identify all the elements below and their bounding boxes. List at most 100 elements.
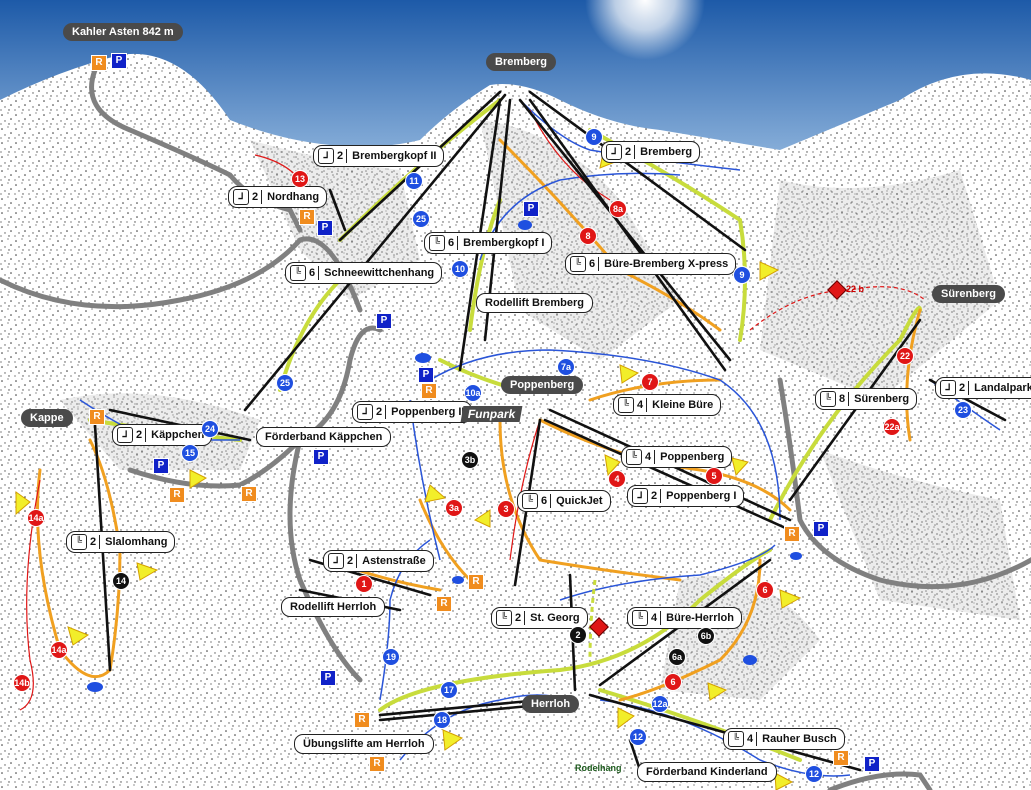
piste-number: 6: [756, 581, 774, 599]
lift-name: Astenstraße: [362, 555, 426, 567]
lift-name: Rauher Busch: [762, 733, 837, 745]
piste-number: 18: [433, 711, 451, 729]
lift-label-rodellift-herrloh[interactable]: Rodellift Herrloh: [281, 597, 386, 617]
piste-number: 14a: [50, 641, 68, 659]
area-poppenberg: Poppenberg: [501, 376, 584, 394]
piste-number: 22: [896, 347, 914, 365]
piste-number: 25: [276, 374, 294, 392]
piste-number: 15: [181, 444, 199, 462]
lift-name: Bremberg: [640, 146, 693, 158]
lift-name: Nordhang: [267, 191, 320, 203]
lift-label-bure-herrloh[interactable]: ╚4 Büre-Herrloh: [627, 607, 742, 629]
lift-label-forderband-kinderland[interactable]: Förderband Kinderland: [637, 762, 777, 782]
rental-icon: R: [436, 596, 452, 612]
lift-name: Rodellift Bremberg: [485, 297, 585, 309]
parking-icon: P: [153, 458, 169, 474]
parking-icon: P: [418, 367, 434, 383]
funpark-label: Funpark: [460, 406, 523, 422]
lift-capacity: 8: [839, 392, 850, 406]
piste-number: 2: [569, 626, 587, 644]
tbar-icon: ⅃: [940, 380, 956, 396]
lift-label-rodellift-bremberg[interactable]: Rodellift Bremberg: [476, 293, 594, 313]
lift-label-ubungslifte[interactable]: Übungslifte am Herrloh: [294, 734, 434, 754]
piste-number: 14a: [27, 509, 45, 527]
rodelhang-label: Rodelhang: [575, 763, 622, 773]
lift-name: St. Georg: [530, 612, 580, 624]
lift-name: Büre-Herrloh: [666, 612, 734, 624]
chair-icon: ╚: [626, 449, 642, 465]
tbar-icon: ⅃: [357, 404, 373, 420]
lift-label-poppenberg[interactable]: ╚4 Poppenberg: [621, 446, 733, 468]
lift-name: Brembergkopf II: [352, 150, 437, 162]
lift-capacity: 6: [448, 236, 459, 250]
lift-capacity: 6: [589, 257, 600, 271]
chair-icon: ╚: [71, 534, 87, 550]
lift-capacity: 6: [541, 494, 552, 508]
lift-capacity: 4: [645, 450, 656, 464]
area-herrloh: Herrloh: [522, 695, 580, 713]
chair-icon: ╚: [522, 493, 538, 509]
lift-name: Rodellift Herrloh: [290, 601, 377, 613]
parking-icon: P: [313, 449, 329, 465]
piste-number: 10a: [464, 384, 482, 402]
parking-icon: P: [320, 670, 336, 686]
lift-name: Poppenberg: [660, 451, 725, 463]
chair-icon: ╚: [728, 731, 744, 747]
chair-icon: ╚: [290, 265, 306, 281]
piste-number: 14b: [13, 674, 31, 692]
piste-number: 5: [705, 467, 723, 485]
lift-label-quickjet[interactable]: ╚6 QuickJet: [517, 490, 611, 512]
piste-number: 17: [440, 681, 458, 699]
rental-icon: R: [169, 487, 185, 503]
lift-capacity: 4: [651, 611, 662, 625]
chair-icon: ╚: [632, 610, 648, 626]
lift-name: Förderband Kinderland: [646, 766, 768, 778]
rental-icon: R: [91, 55, 107, 71]
lift-name: QuickJet: [556, 495, 603, 507]
piste-number: 24: [201, 420, 219, 438]
special-piste-22b-label: 22 b: [846, 284, 865, 294]
piste-number: 13: [291, 170, 309, 188]
parking-icon: P: [111, 53, 127, 69]
lift-capacity: 2: [252, 190, 263, 204]
lift-name: Schneewittchenhang: [324, 267, 435, 279]
tbar-icon: ⅃: [233, 189, 249, 205]
chair-icon: ╚: [820, 391, 836, 407]
lift-label-forderband-kappchen[interactable]: Förderband Käppchen: [256, 427, 392, 447]
stations: [87, 220, 802, 692]
area-kappe: Kappe: [21, 409, 73, 427]
parking-icon: P: [523, 201, 539, 217]
piste-number: 14: [112, 572, 130, 590]
area-bremberg: Bremberg: [486, 53, 556, 71]
piste-number: 22a: [883, 418, 901, 436]
piste-number: 12: [629, 728, 647, 746]
lift-name: Brembergkopf I: [463, 237, 545, 249]
lift-capacity: 2: [136, 428, 147, 442]
piste-number: 7: [641, 373, 659, 391]
tbar-icon: ⅃: [117, 427, 133, 443]
lift-name: Kleine Büre: [652, 399, 714, 411]
lift-capacity: 2: [376, 405, 387, 419]
rental-icon: R: [241, 486, 257, 502]
lift-label-nordhang[interactable]: ⅃2 Nordhang: [228, 186, 328, 208]
lift-name: Büre-Bremberg X-press: [604, 258, 729, 270]
parking-icon: P: [376, 313, 392, 329]
piste-number: 4: [608, 470, 626, 488]
rental-icon: R: [421, 383, 437, 399]
piste-number: 25: [412, 210, 430, 228]
